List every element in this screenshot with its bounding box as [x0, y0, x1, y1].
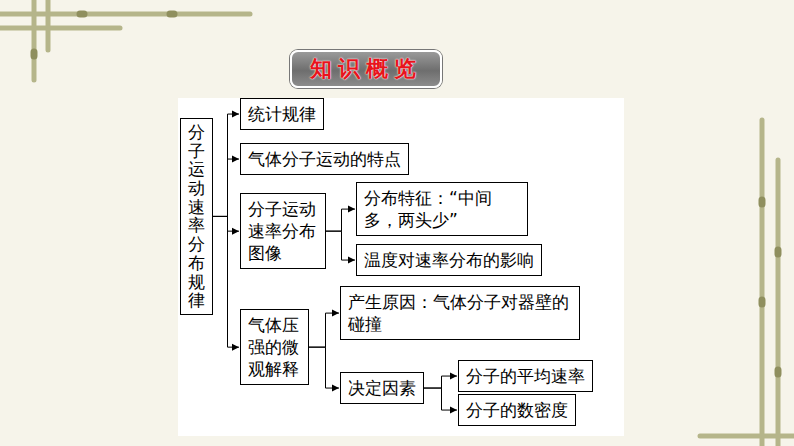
box-label: 分子运动速率分布图像: [248, 198, 318, 264]
topic-box: 分子的数密度: [458, 394, 576, 426]
tree-connector: [326, 231, 355, 260]
topic-box: 温度对速率分布的影响: [356, 244, 542, 276]
topic-box: 决定因素: [340, 372, 424, 404]
tree-connector: [213, 216, 239, 347]
tree-connector: [424, 388, 457, 410]
box-label: 分子的平均速率: [466, 365, 585, 387]
topic-box: 气体压强的微观解释: [240, 309, 309, 385]
box-label: 气体压强的微观解释: [248, 314, 301, 380]
tree-connector: [213, 159, 239, 216]
tree-connector: [309, 347, 339, 388]
white-panel: [178, 98, 624, 436]
topic-box: 分子运动速率分布图像: [240, 193, 326, 269]
topic-box: 统计规律: [240, 98, 324, 130]
box-label: 决定因素: [348, 377, 416, 399]
tree-connector: [326, 209, 355, 231]
box-label: 统计规律: [248, 103, 316, 125]
topic-box: 分子的平均速率: [458, 360, 593, 392]
box-label: 产生原因：气体分子对器壁的碰撞: [348, 291, 572, 335]
box-label: 气体分子运动的特点: [248, 148, 401, 170]
tree-connector: [309, 313, 339, 347]
tree-connector: [213, 114, 239, 216]
topic-box: 分布特征：“中间多，两头少”: [356, 182, 528, 236]
topic-box: 产生原因：气体分子对器壁的碰撞: [340, 286, 580, 340]
topic-box: 气体分子运动的特点: [240, 143, 409, 175]
tree-connector: [213, 216, 239, 231]
bamboo-joints: [34, 14, 778, 374]
tree-connector: [424, 376, 457, 388]
root-box: 分子运动速率分布规律: [180, 118, 213, 315]
box-label: 温度对速率分布的影响: [364, 249, 534, 271]
title-banner: 知识概览: [290, 50, 442, 88]
box-label: 分子的数密度: [466, 399, 568, 421]
box-label: 分子运动速率分布规律: [188, 123, 205, 310]
title-text: 知识概览: [310, 54, 422, 84]
box-label: 分布特征：“中间多，两头少”: [364, 187, 520, 231]
